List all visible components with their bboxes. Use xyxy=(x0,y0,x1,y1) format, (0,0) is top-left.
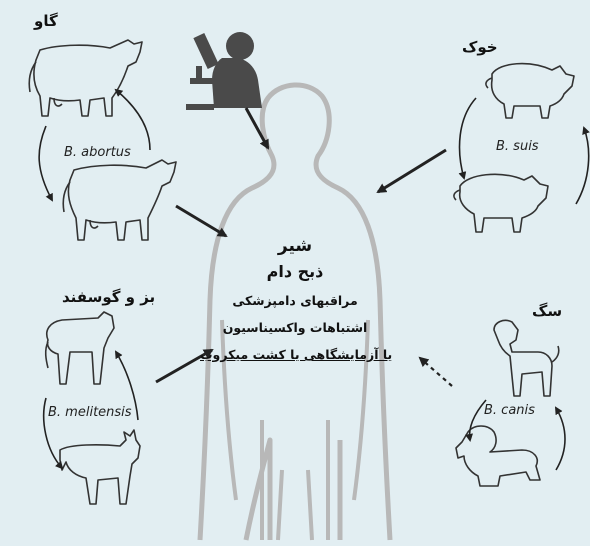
scientist-microscope-icon xyxy=(186,32,262,110)
cow-icon xyxy=(29,40,142,116)
pig-icon xyxy=(454,174,548,232)
species-canis: B. canis xyxy=(484,404,535,417)
arrow-pig-to-human xyxy=(378,150,446,192)
cycle-arrow-cow-up xyxy=(116,90,150,150)
cycle-arrow-cow-down xyxy=(39,126,52,200)
cycle-arrow-pig-down xyxy=(460,98,476,178)
sheep-icon xyxy=(46,312,114,384)
route-milk: شیر xyxy=(200,236,390,256)
label-pig: خوک xyxy=(462,40,498,55)
label-sheep-goat: بز و گوسفند xyxy=(62,290,155,305)
route-vaccination-errors: اشتباهات واکسیناسیون xyxy=(200,320,390,335)
species-melitensis: B. melitensis xyxy=(48,406,132,419)
route-laboratory: یا آزمایشگاهی یا کشت میکروب xyxy=(200,347,390,362)
species-suis: B. suis xyxy=(496,140,539,153)
transmission-routes-text: شیر ذبح دام مراقبهای دامپزشکی اشتباهات و… xyxy=(200,236,390,362)
route-veterinary-care: مراقبهای دامپزشکی xyxy=(200,293,390,308)
label-dog: سگ xyxy=(532,304,562,319)
dog-icon xyxy=(494,320,559,396)
cycle-arrow-pig-up xyxy=(576,128,589,204)
cow-icon xyxy=(63,160,176,240)
label-cow: گاو xyxy=(34,14,58,29)
goat-icon xyxy=(60,430,140,504)
puppy-icon xyxy=(456,426,540,486)
cycle-arrow-dog-up xyxy=(556,408,565,470)
route-slaughter: ذبح دام xyxy=(200,262,390,281)
pig-icon xyxy=(486,64,574,118)
species-abortus: B. abortus xyxy=(64,146,131,159)
arrow-dog-to-human xyxy=(420,358,452,386)
arrow-cow-to-human xyxy=(176,206,226,236)
